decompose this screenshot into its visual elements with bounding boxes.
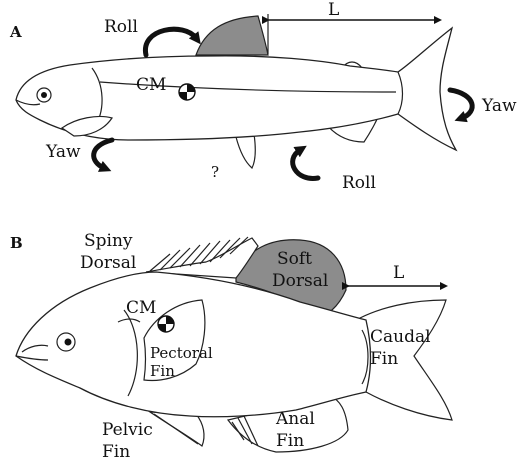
spiny-dorsal-label-2: Dorsal xyxy=(80,253,136,273)
panel-b-letter: B xyxy=(10,234,23,252)
spiny-dorsal-fin xyxy=(146,237,258,278)
pectoral-fin-label-1: Pectoral xyxy=(150,344,213,362)
soft-dorsal-label-2: Dorsal xyxy=(272,271,328,291)
panel-b: B xyxy=(10,231,452,462)
yaw-left-label: Yaw xyxy=(45,142,81,162)
pelvic-fin-label-1: Pelvic xyxy=(102,420,153,440)
yaw-right-arrow-icon xyxy=(450,90,472,118)
pectoral-fin-label-2: Fin xyxy=(150,362,175,380)
yaw-left-arrow-icon xyxy=(94,140,112,168)
roll-bottom-arrow-icon xyxy=(293,150,318,178)
roll-bottom-label: Roll xyxy=(342,173,376,193)
caudal-fin-label-1: Caudal xyxy=(370,327,431,347)
panel-a: A CM L xyxy=(9,0,517,193)
spiny-dorsal-label-1: Spiny xyxy=(84,231,133,251)
caudal-fin-label-2: Fin xyxy=(370,349,398,369)
sunfish-cm-symbol xyxy=(158,316,174,332)
roll-top-arrow-icon xyxy=(145,29,196,55)
sunfish-pupil xyxy=(65,339,72,346)
sunfish-length-label: L xyxy=(393,263,404,283)
anal-fin-label-2: Fin xyxy=(276,431,304,451)
trout-cm-symbol xyxy=(179,84,195,100)
trout-pupil xyxy=(41,92,47,98)
roll-top-label: Roll xyxy=(104,17,138,37)
pelvic-fin-label-2: Fin xyxy=(102,442,130,462)
unknown-fin-label: ? xyxy=(211,163,219,181)
sunfish-cm-label: CM xyxy=(126,298,156,318)
soft-dorsal-label-1: Soft xyxy=(277,249,312,269)
trout-length-label: L xyxy=(328,0,339,20)
panel-a-letter: A xyxy=(9,23,22,41)
trout-dorsal-fin xyxy=(196,16,268,55)
trout-cm-label: CM xyxy=(136,75,166,95)
yaw-right-label: Yaw xyxy=(481,96,517,116)
anal-fin-label-1: Anal xyxy=(275,409,315,429)
trout-pelvic-fin xyxy=(236,134,255,168)
